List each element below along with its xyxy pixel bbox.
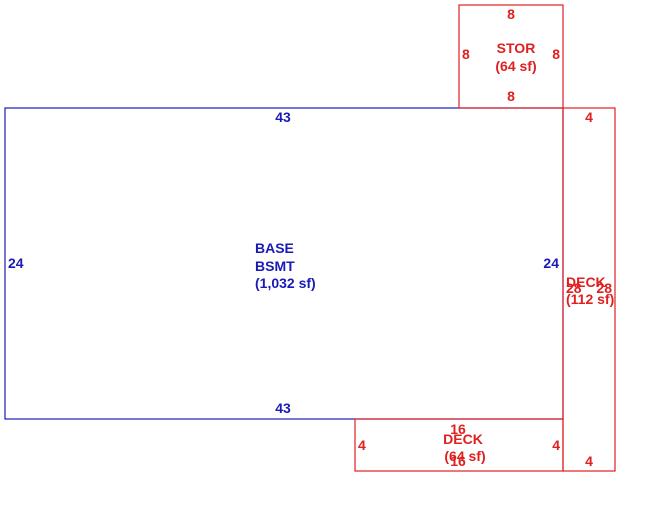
deck-bottom-label: DECK xyxy=(443,431,483,447)
stor-area-value: (64 sf) xyxy=(495,58,536,74)
deck-bottom-dim-left: 4 xyxy=(358,437,366,453)
base-area: 43 43 24 24 BASE BSMT (1,032 sf) xyxy=(4,107,564,420)
stor-area: 8 8 8 8 STOR (64 sf) xyxy=(458,4,564,109)
deck-right-label: DECK xyxy=(566,274,606,290)
base-dim-top: 43 xyxy=(275,109,291,125)
deck-bottom-area-value: (64 sf) xyxy=(444,448,485,464)
deck-right-dim-right: 28 xyxy=(596,280,612,296)
deck-bottom-dim-right: 4 xyxy=(552,437,560,453)
deck-bottom-dim-top: 16 xyxy=(450,421,466,437)
deck-right-area: 4 4 28 28 DECK (112 sf) xyxy=(562,107,616,472)
base-dim-right: 24 xyxy=(543,255,559,271)
deck-right-dim-bottom: 4 xyxy=(585,453,593,469)
deck-right-dim-top: 4 xyxy=(585,109,593,125)
stor-dim-bottom: 8 xyxy=(507,88,515,104)
stor-dim-right: 8 xyxy=(552,46,560,62)
base-label-line2: BSMT xyxy=(255,258,295,274)
deck-bottom-outline xyxy=(354,418,564,472)
stor-label: STOR xyxy=(497,40,536,56)
base-area-value: (1,032 sf) xyxy=(255,275,316,291)
base-dim-bottom: 43 xyxy=(275,400,291,416)
deck-bottom-area: 16 16 4 4 DECK (64 sf) xyxy=(354,418,564,472)
base-label-line1: BASE xyxy=(255,240,294,256)
deck-right-dim-left: 28 xyxy=(566,280,582,296)
base-dim-left: 24 xyxy=(8,255,24,271)
stor-outline xyxy=(458,4,564,109)
stor-dim-top: 8 xyxy=(507,6,515,22)
deck-right-area-value: (112 sf) xyxy=(566,291,614,307)
deck-right-outline xyxy=(562,107,616,472)
stor-dim-left: 8 xyxy=(462,46,470,62)
deck-bottom-dim-bottom: 16 xyxy=(450,453,466,469)
